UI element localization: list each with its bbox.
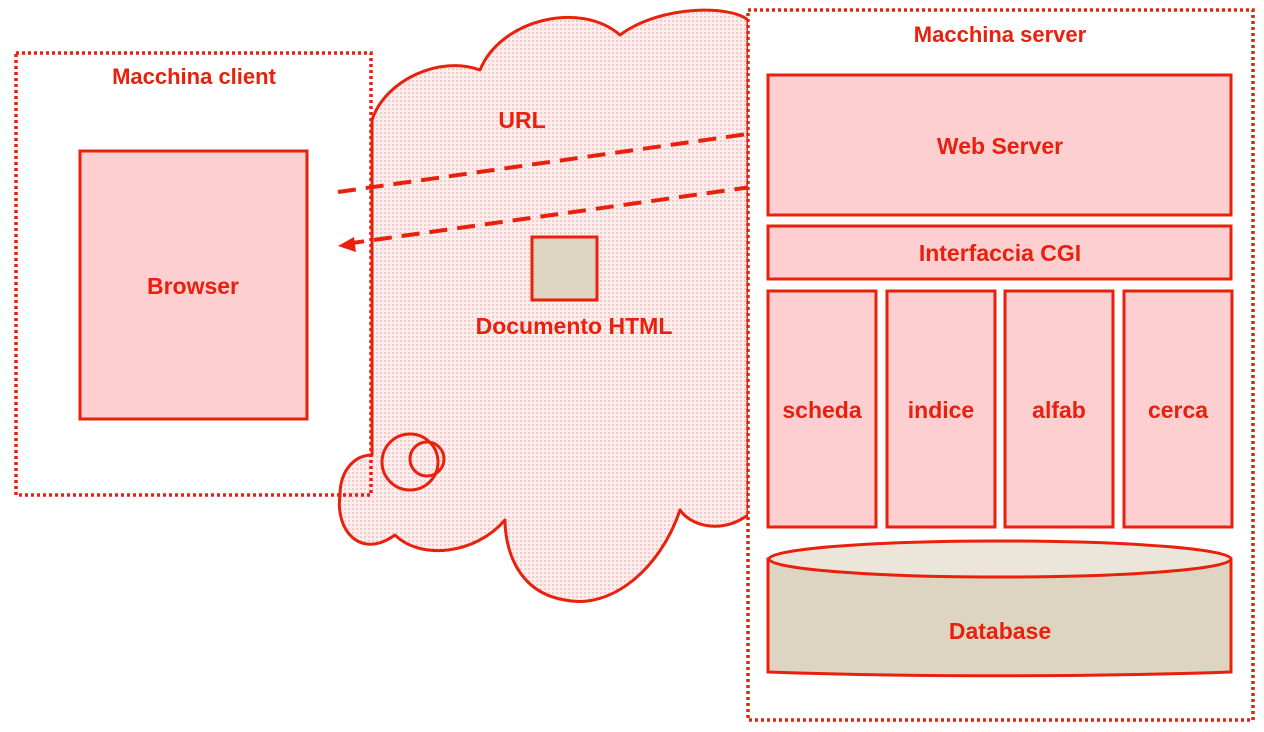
- document-label: Documento HTML: [476, 313, 673, 339]
- module-indice-label: indice: [908, 397, 974, 423]
- client-title: Macchina client: [112, 64, 277, 89]
- module-cerca-label: cerca: [1148, 397, 1208, 423]
- document-icon: [530, 235, 599, 302]
- database-cylinder: [766, 539, 1233, 678]
- module-scheda-box: [766, 289, 878, 529]
- database-label: Database: [949, 618, 1051, 644]
- browser-label: Browser: [147, 273, 239, 299]
- client-boundary: [14, 51, 373, 497]
- server-machine: Macchina server Web Server Interfaccia C…: [746, 8, 1255, 722]
- url-label: URL: [498, 107, 545, 133]
- cgi-label: Interfaccia CGI: [919, 240, 1081, 266]
- module-alfab-box: [1003, 289, 1115, 529]
- module-scheda-label: scheda: [782, 397, 861, 423]
- web-server-label: Web Server: [937, 133, 1063, 159]
- response-arrow: [338, 181, 781, 252]
- network-cloud: [337, 8, 750, 603]
- web-server-box: [766, 73, 1233, 217]
- client-machine: Macchina client Browser: [14, 51, 373, 497]
- module-alfab-label: alfab: [1032, 397, 1086, 423]
- server-title: Macchina server: [914, 22, 1087, 47]
- cgi-box: [766, 224, 1233, 281]
- module-cerca-box: [1122, 289, 1234, 529]
- module-indice-box: [885, 289, 997, 529]
- browser-box: [78, 149, 309, 421]
